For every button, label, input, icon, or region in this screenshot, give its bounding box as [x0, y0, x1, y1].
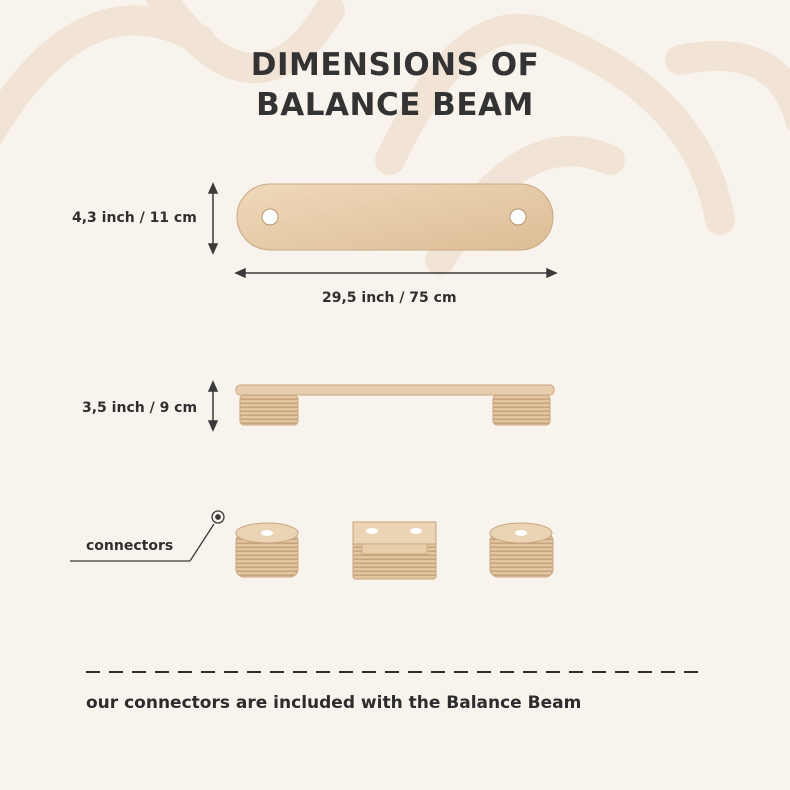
- height-label: 3,5 inch / 9 cm: [82, 400, 198, 416]
- length-label: 29,5 inch / 75 cm: [322, 290, 457, 306]
- beam-top-view: [236, 183, 554, 251]
- bolt-hole-left: [261, 208, 279, 226]
- height-dimension-arrow: [207, 380, 219, 432]
- bolt-hole-right: [509, 208, 527, 226]
- width-label: 4,3 inch / 11 cm: [72, 210, 197, 226]
- title-line-1: DIMENSIONS OF: [250, 47, 540, 83]
- connectors-leader: [70, 510, 225, 562]
- connector-round-1: [235, 522, 299, 578]
- footer-note: our connectors are included with the Bal…: [86, 693, 582, 713]
- width-dimension-arrow: [207, 182, 219, 255]
- connectors-label: connectors: [86, 538, 174, 554]
- title-line-2: BALANCE BEAM: [256, 87, 534, 123]
- beam-side-view: [235, 384, 555, 426]
- connector-block: [352, 521, 437, 580]
- length-dimension-arrow: [234, 267, 558, 279]
- connector-round-2: [489, 522, 554, 578]
